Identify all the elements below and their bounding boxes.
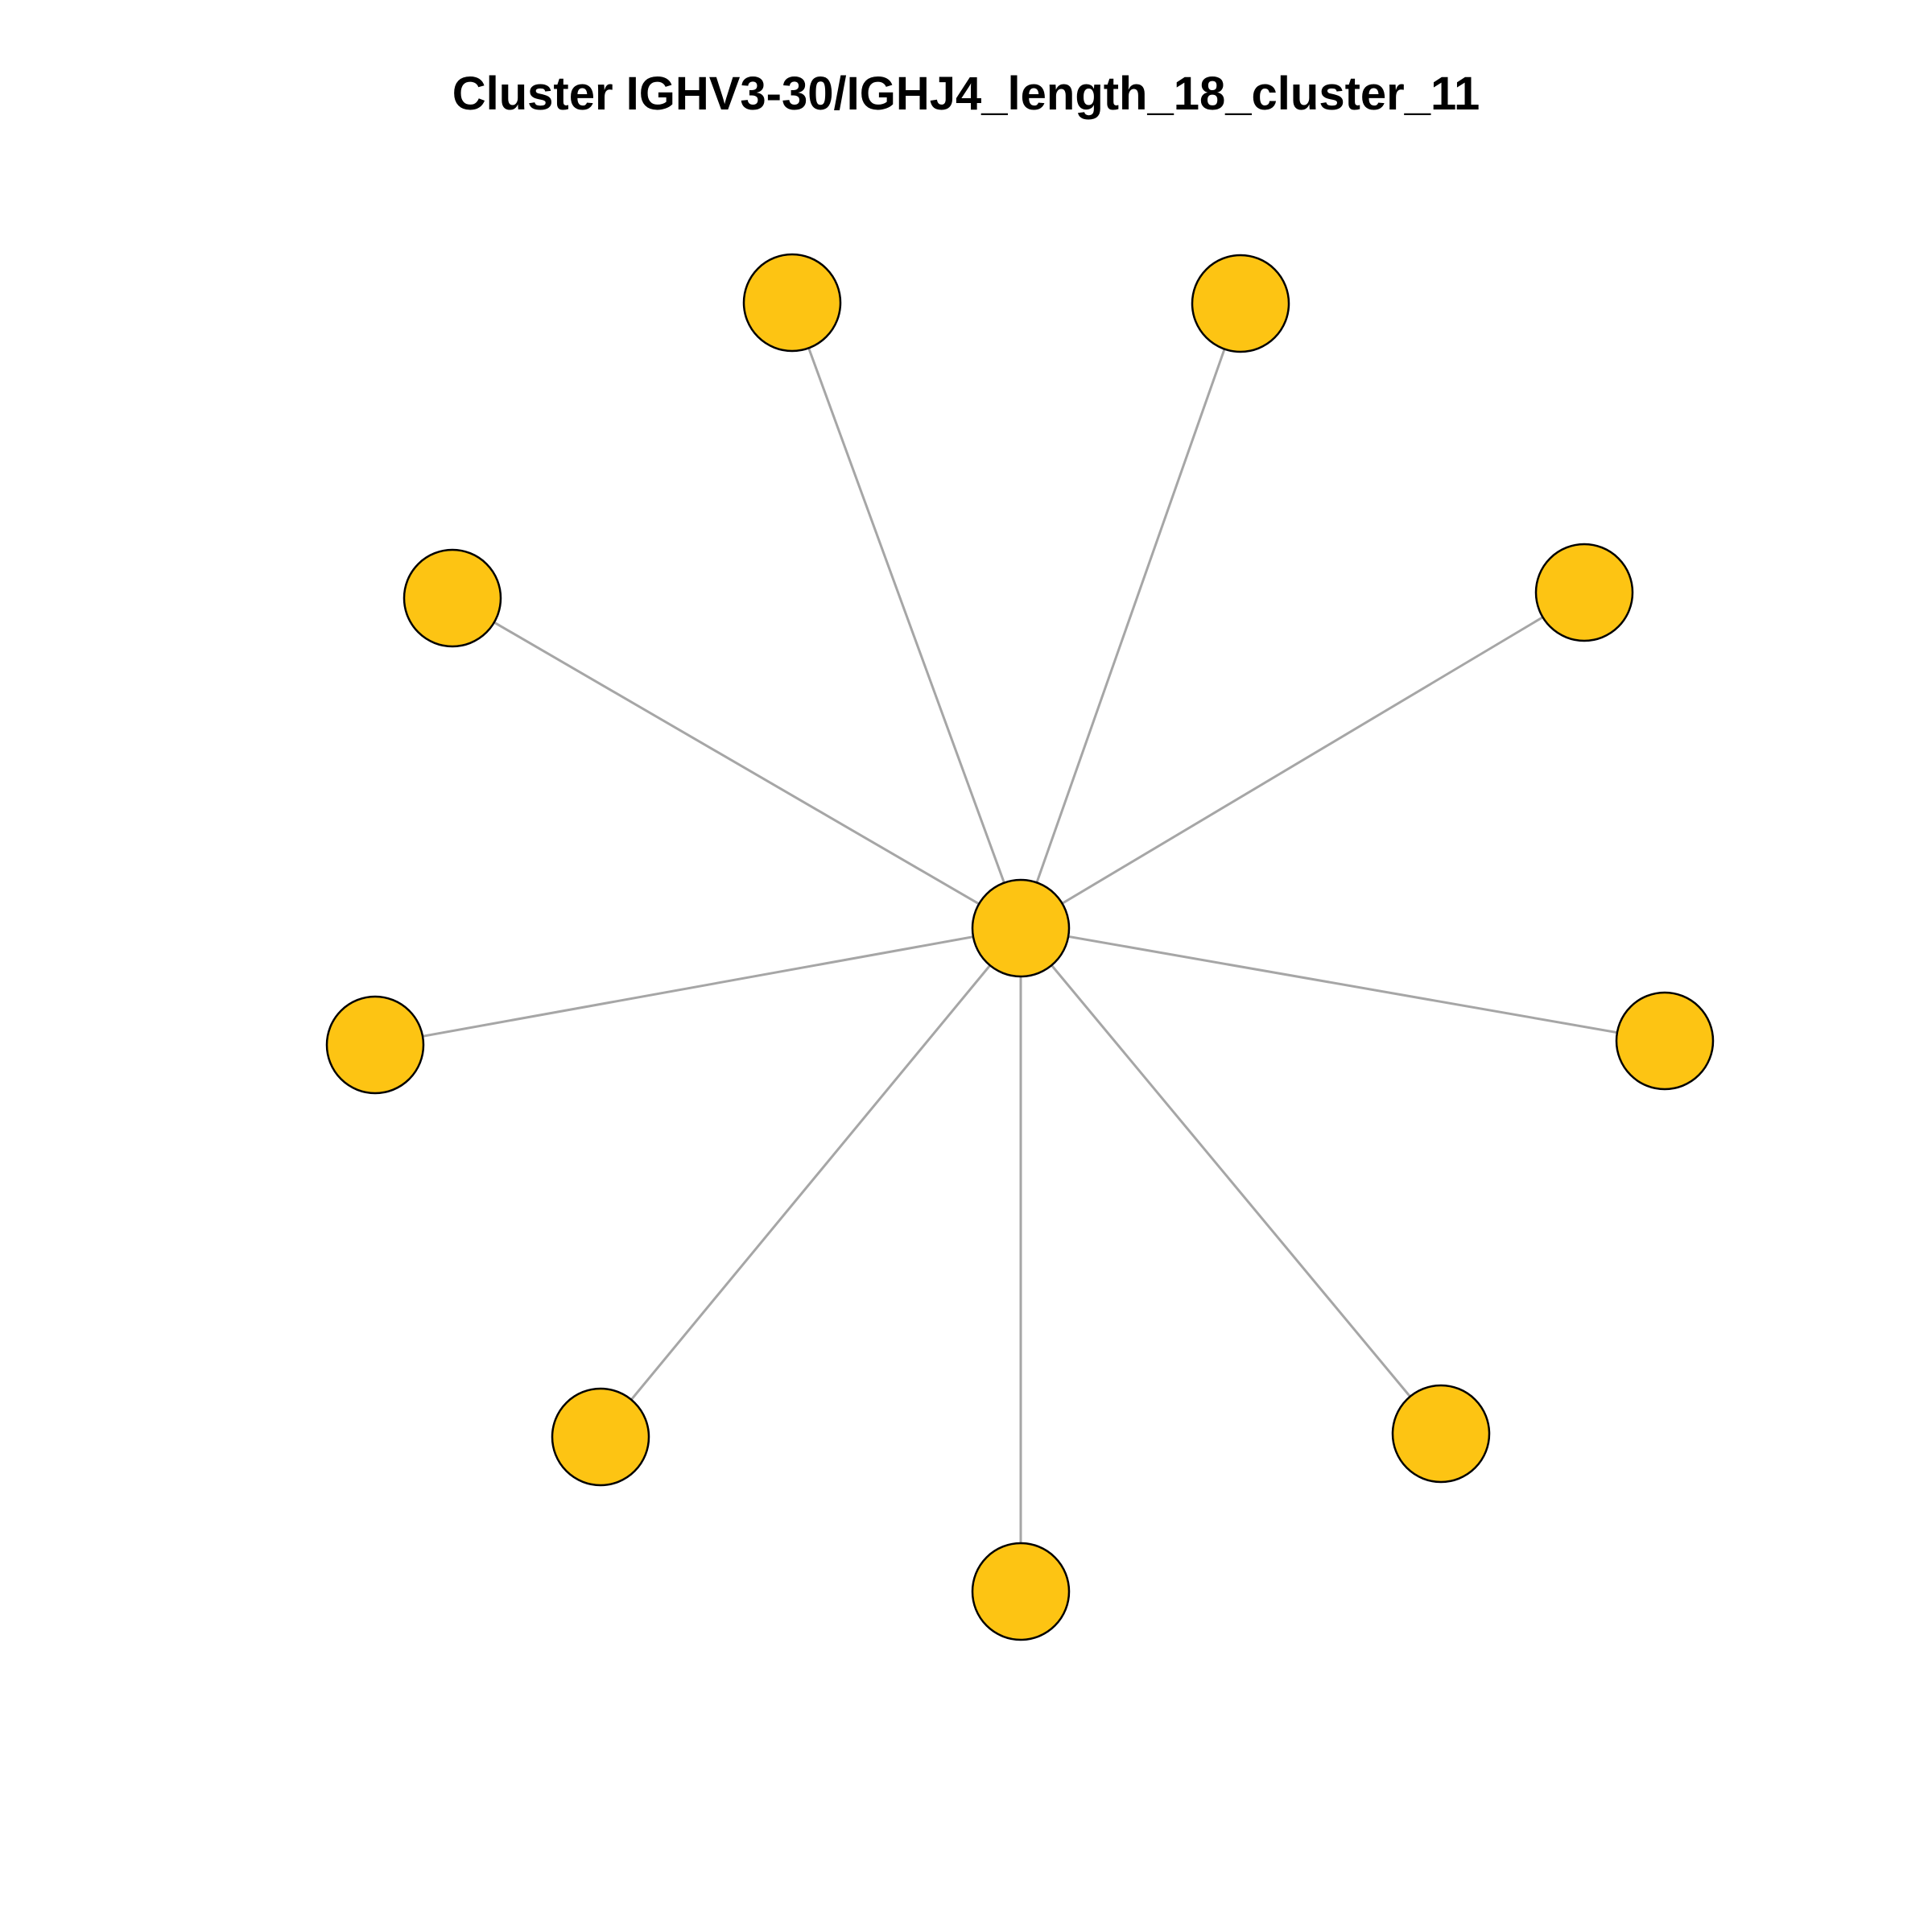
edge-n0-n8 bbox=[1019, 927, 1443, 1435]
leaf-node-n1 bbox=[742, 253, 842, 353]
nodes-layer bbox=[325, 253, 1715, 1641]
edge-n0-n7 bbox=[599, 927, 1022, 1438]
edge-n0-n1 bbox=[791, 302, 1022, 929]
edge-n0-n3 bbox=[452, 597, 1022, 930]
edge-n0-n5 bbox=[374, 927, 1022, 1046]
leaf-node-n7 bbox=[551, 1387, 650, 1487]
edge-n0-n4 bbox=[1020, 591, 1585, 930]
leaf-node-n2 bbox=[1191, 254, 1290, 353]
leaf-node-n6 bbox=[1615, 991, 1715, 1091]
leaf-node-n8 bbox=[1391, 1384, 1491, 1484]
leaf-node-n3 bbox=[402, 548, 502, 648]
leaf-node-n5 bbox=[325, 995, 425, 1095]
leaf-node-n9 bbox=[971, 1542, 1071, 1641]
graph-title: Cluster IGHV3-30/IGHJ4_length_18_cluster… bbox=[452, 68, 1480, 120]
edge-n0-n6 bbox=[1020, 927, 1666, 1042]
center-node bbox=[971, 878, 1071, 978]
leaf-node-n4 bbox=[1534, 543, 1634, 642]
edges-layer bbox=[374, 302, 1666, 1591]
edge-n0-n2 bbox=[1019, 303, 1242, 929]
